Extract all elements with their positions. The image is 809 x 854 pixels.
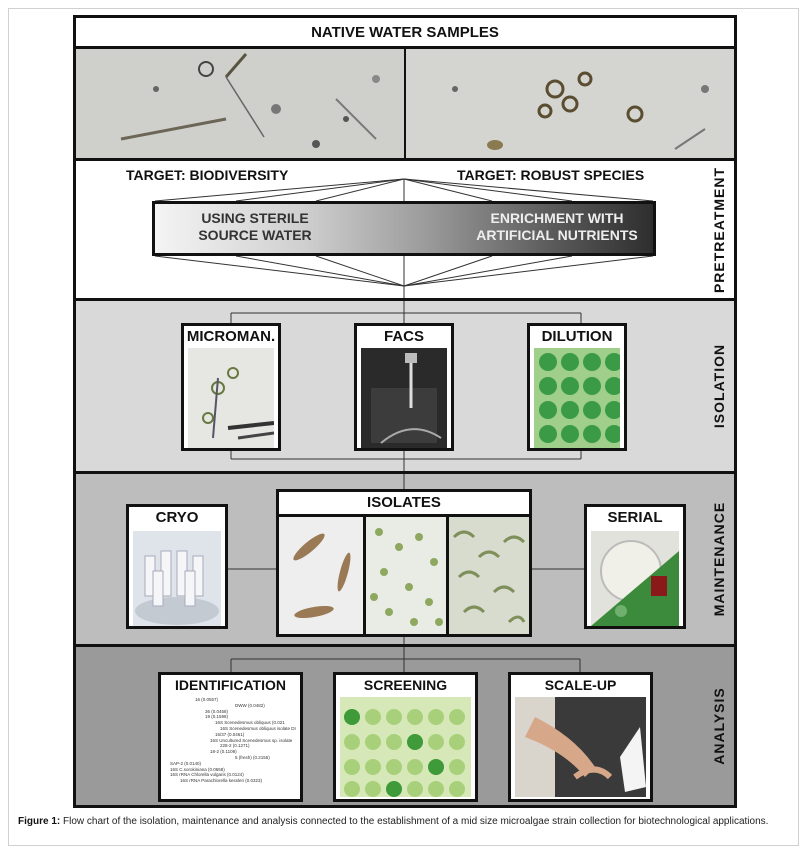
gradient-bar: USING STERILE SOURCE WATER ENRICHMENT WI… [152,201,656,256]
tree-label: 228-2 (0.1271) [220,743,250,749]
pretreatment-fan-lines [154,178,654,298]
pretreatment-side-label: PRETREATMENT [711,166,728,293]
artificial-nutrients-text: ENRICHMENT WITH ARTIFICIAL NUTRIENTS [476,210,638,243]
isolation-side-label: ISOLATION [711,343,727,429]
isolates-title-divider [279,514,529,517]
figure-border [8,8,799,846]
native-water-microscopy-image-right [405,49,734,158]
tree-label: 16 (0.0557) [195,697,219,702]
image-divider [404,49,406,158]
tree-label: 36 (0.0458) [205,708,229,714]
caption-text: Flow chart of the isolation, maintenance… [60,816,769,827]
target-robust-species-label: TARGET: ROBUST SPECIES [457,167,645,183]
cryo-box: CRYO [126,504,228,629]
microman-box: MICROMAN. [181,323,281,451]
dilution-plate-image [534,348,620,448]
isolates-box: ISOLATES [276,489,532,637]
tree-label: 5 (fresh) (0.2155) [235,754,270,760]
serial-box: SERIAL [584,504,686,629]
tree-label: 18-2 (0.1109) [210,749,237,755]
scale-up-image [515,697,646,797]
identification-box: IDENTIFICATION 16 (0.0557) DWW (0.0482) … [158,672,303,802]
scale-up-box: SCALE-UP [508,672,653,802]
figure-caption: Figure 1: Flow chart of the isolation, m… [18,816,793,828]
caption-label: Figure 1: [18,816,61,827]
micromanipulation-image [188,348,274,448]
tree-label: 16S Uncultured Scenedesmus sp. isolate [210,737,293,743]
facs-instrument-image [361,348,447,448]
serial-transfer-image [591,531,679,626]
phylogenetic-tree: 16 (0.0557) DWW (0.0482) 36 (0.0458) 19 … [165,697,296,796]
flow-chart: NATIVE WATER SAMPLES [73,15,737,808]
tree-label: DWW (0.0482) [235,702,265,708]
native-water-microscopy-image-left [76,49,405,158]
tree-label: 19 (0.1598) [205,714,229,720]
tree-label: 16S C.sorokiniana (0.0658) [170,766,225,772]
maintenance-band: CRYO ISOLATES [76,471,734,644]
isolation-band: MICROMAN. FACS DILUTION [76,298,734,471]
tree-label: 16S Scenedesmus obliquus (0.021 [215,720,285,726]
dilution-box: DILUTION [527,323,627,451]
sample-images-band [76,46,734,158]
tree-label: 16S Scenedesmus obliquus isolate DI [220,725,296,731]
maintenance-connectors [228,474,584,644]
screening-box: SCREENING [333,672,478,802]
facs-box: FACS [354,323,454,451]
pretreatment-band: TARGET: BIODIVERSITY TARGET: ROBUST SPEC… [76,158,734,298]
analysis-connectors [230,647,581,672]
analysis-band: IDENTIFICATION 16 (0.0557) DWW (0.0482) … [76,644,734,805]
analysis-side-label: ANALYSIS [711,687,728,765]
screening-plate-image [340,697,471,797]
page-title: NATIVE WATER SAMPLES [311,24,499,41]
cryo-vials-image [133,531,221,626]
tree-label: SAP-2 (0.0140) [170,760,202,766]
isolates-images [279,517,529,634]
maintenance-side-label: MAINTENANCE [711,501,728,617]
tree-label: 16S rRNA Chlorella vulgaris (0.0124) [170,772,244,778]
tree-label: 16S rRNA Parachlorella kessleri (0.0323) [180,778,263,784]
target-biodiversity-label: TARGET: BIODIVERSITY [126,167,289,183]
tree-label: 15/37 (0.0461) [215,731,245,737]
sterile-source-water-text: USING STERILE SOURCE WATER [198,210,312,243]
